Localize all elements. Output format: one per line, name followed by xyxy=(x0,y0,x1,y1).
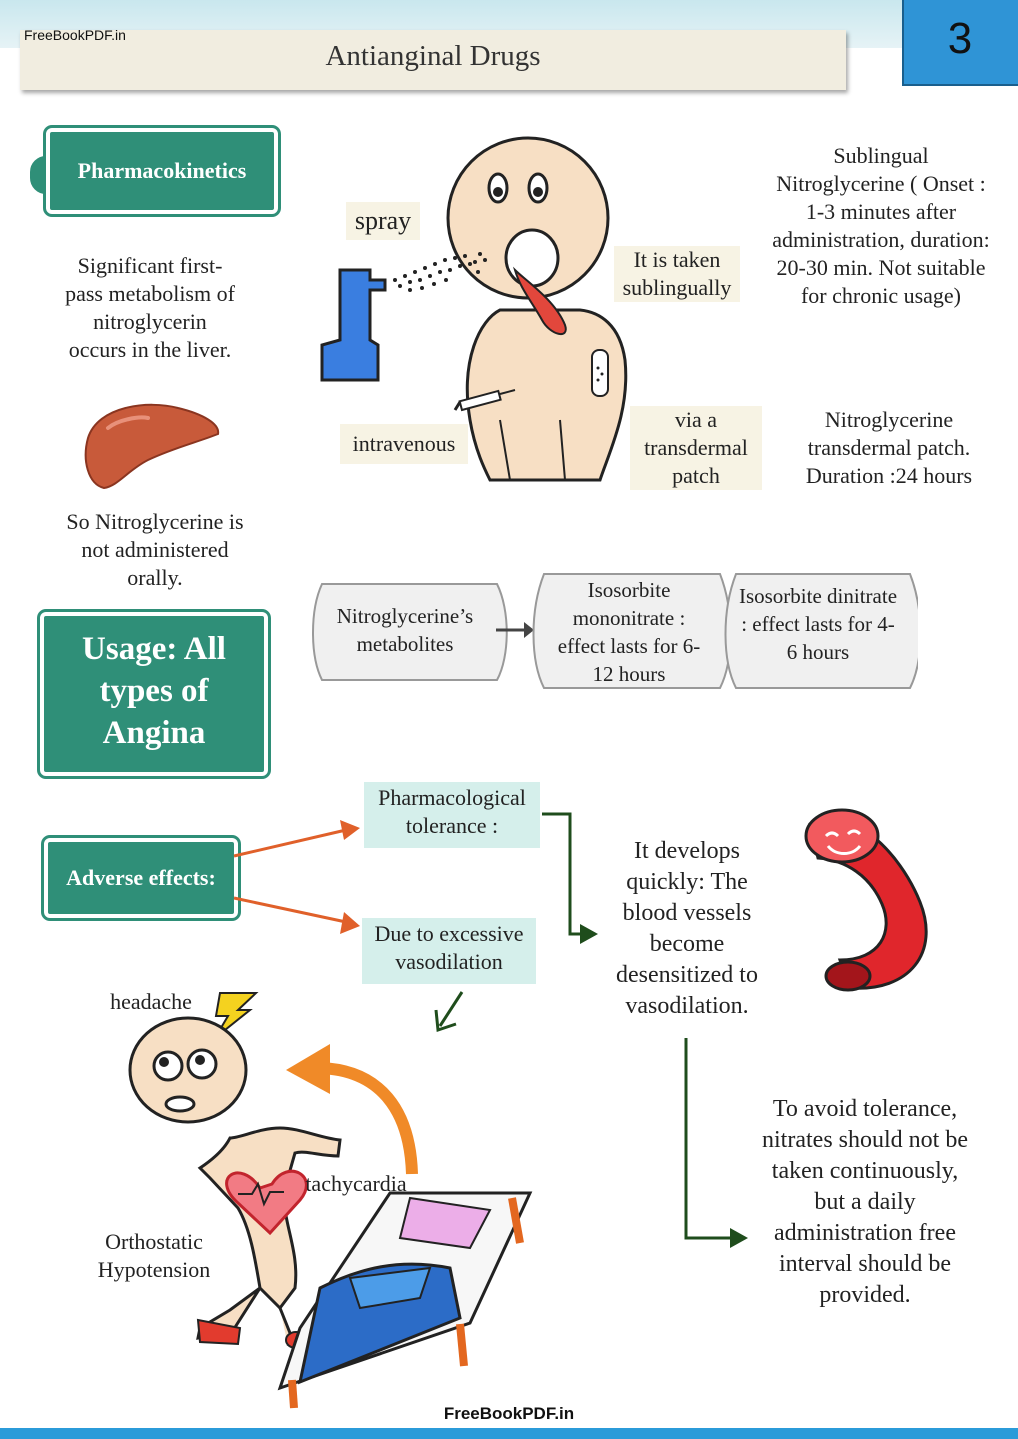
adverse-effects-label: Adverse effects: xyxy=(66,865,216,890)
vasodilation-box: Due to excessive vasodilation xyxy=(362,918,536,984)
metabolites-source: Nitroglycerine’s metabolites xyxy=(336,604,474,656)
pharmacokinetics-label: Pharmacokinetics xyxy=(77,158,247,183)
tolerance-box: Pharmacological tolerance : xyxy=(364,782,540,848)
footer-band xyxy=(0,1428,1018,1439)
page-number: 3 xyxy=(947,14,973,63)
usage-badge: Usage: All types of Angina xyxy=(37,609,271,779)
orthostatic-label: Orthostatic Hypotension xyxy=(97,1229,211,1282)
headache-label: headache xyxy=(110,989,192,1014)
site-watermark-bottom: FreeBookPDF.in xyxy=(443,1404,575,1423)
spray-label: spray xyxy=(346,202,420,240)
page-number-box xyxy=(902,0,1018,86)
sublingual-note: Sublingual Nitroglycerine ( Onset : 1-3 … xyxy=(772,143,990,308)
metabolite-dinitrate: Isosorbite dinitrate : effect lasts for … xyxy=(738,584,898,664)
headache-figure xyxy=(128,992,533,1409)
tachycardia-label: tachycardia xyxy=(305,1171,407,1196)
patient-figure xyxy=(320,136,628,482)
oral-conclusion-text: So Nitroglycerine is not administered or… xyxy=(66,509,244,590)
page-title: Antianginal Drugs xyxy=(325,40,541,72)
metabolite-shapes xyxy=(312,573,918,689)
tolerance-detail: It develops quickly: The blood vessels b… xyxy=(616,838,758,1019)
site-watermark-top: FreeBookPDF.in xyxy=(24,27,126,43)
metabolite-mononitrate: Isosorbite mononitrate : effect lasts fo… xyxy=(557,578,701,686)
first-pass-text: Significant first-pass metabolism of nit… xyxy=(65,253,235,362)
sublingual-label: It is taken sublingually xyxy=(614,246,740,302)
intravenous-label: intravenous xyxy=(340,424,468,464)
adverse-effects-badge: Adverse effects: xyxy=(41,835,241,921)
usage-label: Usage: All types of Angina xyxy=(82,631,226,751)
liver-icon xyxy=(84,403,220,490)
transdermal-note: Nitroglycerine transdermal patch. Durati… xyxy=(805,407,973,488)
blood-vessel-icon xyxy=(804,808,928,992)
title-box xyxy=(20,30,846,90)
transdermal-label: via a transdermal patch xyxy=(630,406,762,490)
avoid-tolerance-text: To avoid tolerance, nitrates should not … xyxy=(762,1096,968,1308)
